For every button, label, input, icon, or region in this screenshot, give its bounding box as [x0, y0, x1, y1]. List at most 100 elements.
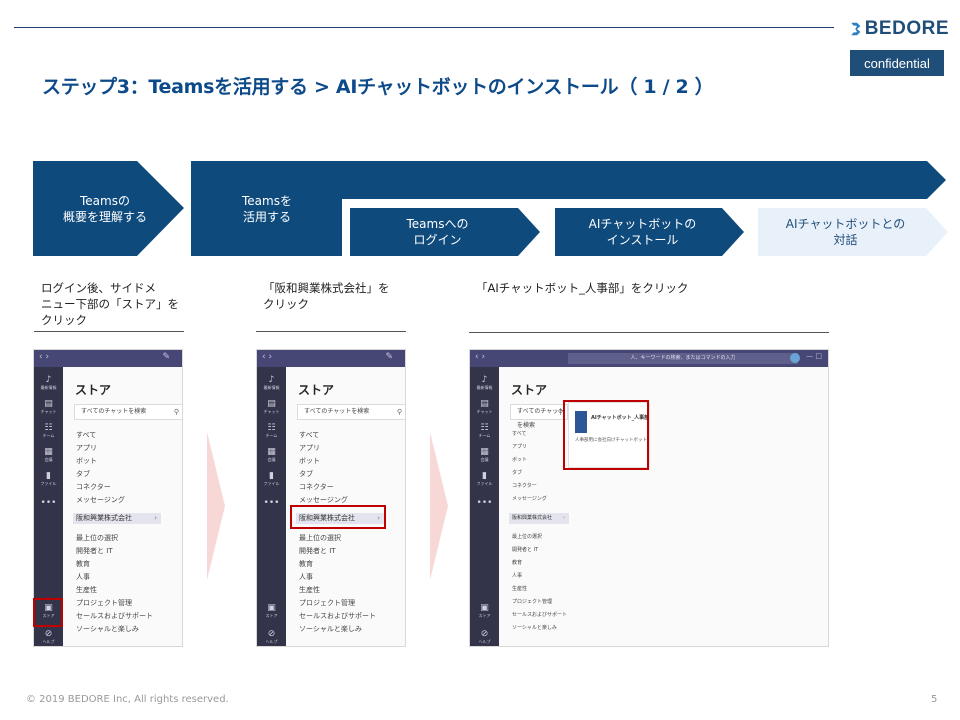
rail-item-store[interactable]: ▣ストア [470, 603, 499, 618]
category-item[interactable]: すべて [76, 431, 97, 439]
nav-arrows-icon[interactable]: ‹ › [475, 352, 486, 362]
category-item[interactable]: セールスおよびサポート [512, 612, 568, 618]
category-item[interactable]: 最上位の選択 [299, 534, 341, 542]
category-item-company[interactable]: 阪和興業株式会社› [73, 513, 161, 524]
category-item[interactable]: ボット [512, 457, 528, 463]
category-item[interactable]: アプリ [512, 444, 528, 450]
category-item[interactable]: 人事 [76, 573, 90, 581]
category-item[interactable]: すべて [512, 431, 527, 437]
rail-item-meetings[interactable]: ▦会議 [34, 447, 63, 462]
rail-item-help[interactable]: ⊘ヘルプ [257, 629, 286, 644]
file-icon: ▮ [482, 471, 487, 481]
nav-arrows-icon[interactable]: ‹ › [39, 352, 50, 362]
rail-item-chat[interactable]: ▤チャット [34, 399, 63, 414]
category-item[interactable]: 人事 [299, 573, 313, 581]
category-item[interactable]: ソーシャルと楽しみ [76, 625, 139, 633]
rail-item-help[interactable]: ⊘ヘルプ [34, 629, 63, 644]
chat-icon: ▤ [480, 399, 489, 409]
category-item[interactable]: アプリ [299, 444, 320, 452]
category-item[interactable]: ボット [76, 457, 97, 465]
category-item[interactable]: プロジェクト管理 [299, 599, 355, 607]
category-item-company[interactable]: 阪和興業株式会社› [509, 513, 569, 524]
category-item[interactable]: 最上位の選択 [76, 534, 118, 542]
category-item[interactable]: 生産性 [299, 586, 320, 594]
teams-screenshot-2: ‹ › ✎ ♪最新情報 ▤チャット ☷チーム ▦会議 ▮ファイル ••• ▣スト… [256, 349, 406, 647]
search-icon: ⚲ [557, 408, 563, 416]
category-item[interactable]: プロジェクト管理 [512, 599, 553, 605]
next-step-chevron [207, 432, 225, 580]
rail-item-teams[interactable]: ☷チーム [470, 423, 499, 438]
rail-item-meetings[interactable]: ▦会議 [257, 447, 286, 462]
file-icon: ▮ [269, 471, 274, 481]
category-item[interactable]: 開発者と IT [299, 547, 336, 555]
category-item[interactable]: 開発者と IT [76, 547, 113, 555]
category-item[interactable]: コネクター [299, 483, 334, 491]
category-item[interactable]: 教育 [299, 560, 313, 568]
compose-icon[interactable]: ✎ [385, 352, 393, 362]
category-item[interactable]: セールスおよびサポート [299, 612, 376, 620]
store-search-input[interactable]: すべてのチャットを検索⚲ [510, 404, 568, 429]
category-item[interactable]: タブ [76, 470, 90, 478]
rail-more-icon[interactable]: ••• [40, 498, 57, 508]
instruction-1-rule [34, 331, 184, 332]
category-item[interactable]: 教育 [76, 560, 90, 568]
top-search-input[interactable]: 人、キーワードの検索、またはコマンドの入力 [568, 353, 798, 364]
store-search-input[interactable]: すべてのチャットを検索⚲ [74, 404, 182, 420]
rail-item-help[interactable]: ⊘ヘルプ [470, 629, 499, 644]
avatar[interactable] [790, 353, 800, 363]
rail-item-activity[interactable]: ♪最新情報 [257, 375, 286, 390]
rail-item-store[interactable]: ▣ストア [34, 603, 63, 618]
category-item[interactable]: プロジェクト管理 [76, 599, 132, 607]
category-item[interactable]: 開発者と IT [512, 547, 539, 553]
rail-more-icon[interactable]: ••• [263, 498, 280, 508]
category-item[interactable]: 教育 [512, 560, 523, 566]
rail-item-activity[interactable]: ♪最新情報 [34, 375, 63, 390]
store-search-input[interactable]: すべてのチャットを検索⚲ [297, 404, 405, 420]
compose-icon[interactable]: ✎ [162, 352, 170, 362]
category-item[interactable]: メッセージング [76, 496, 125, 504]
category-item[interactable]: タブ [512, 470, 523, 476]
rail-item-files[interactable]: ▮ファイル [34, 471, 63, 486]
store-title: ストア [75, 383, 112, 397]
rail-item-chat[interactable]: ▤チャット [470, 399, 499, 414]
rail-item-activity[interactable]: ♪最新情報 [470, 375, 499, 390]
instruction-3: 「AIチャットボット_人事部」をクリック [476, 281, 689, 295]
rail-item-store[interactable]: ▣ストア [257, 603, 286, 618]
search-icon: ⚲ [173, 408, 179, 416]
flow-sub-3-label: AIチャットボットとの 対話 [785, 217, 906, 247]
rail-more-icon[interactable]: ••• [476, 498, 493, 508]
category-item[interactable]: 生産性 [76, 586, 97, 594]
nav-arrows-icon[interactable]: ‹ › [262, 352, 273, 362]
rail-item-meetings[interactable]: ▦会議 [470, 447, 499, 462]
bot-app-card[interactable]: AIチャットボット_人事部 人事部用に会社向けチャットボット [568, 402, 650, 468]
category-item[interactable]: コネクター [512, 483, 537, 489]
category-item[interactable]: ボット [299, 457, 320, 465]
teams-titlebar: ‹ › ✎ [257, 350, 405, 367]
category-item[interactable]: タブ [299, 470, 313, 478]
category-item[interactable]: ソーシャルと楽しみ [512, 625, 557, 631]
category-item-company[interactable]: 阪和興業株式会社› [296, 513, 384, 524]
category-item[interactable]: メッセージング [512, 496, 547, 502]
category-item[interactable]: すべて [299, 431, 320, 439]
instruction-1: ログイン後、サイドメ ニュー下部の「ストア」を クリック [41, 281, 179, 327]
highlight-store [33, 598, 63, 627]
flow-step-2-label: Teamsを 活用する [242, 194, 292, 224]
rail-item-teams[interactable]: ☷チーム [257, 423, 286, 438]
rail-item-files[interactable]: ▮ファイル [257, 471, 286, 486]
category-item[interactable]: アプリ [76, 444, 97, 452]
window-controls-icon[interactable]: — □ [806, 352, 822, 360]
category-item[interactable]: 生産性 [512, 586, 528, 592]
next-step-chevron [430, 432, 448, 580]
rail-item-teams[interactable]: ☷チーム [34, 423, 63, 438]
category-item[interactable]: セールスおよびサポート [76, 612, 153, 620]
chevron-right-icon: › [154, 514, 157, 522]
highlight-bot-card [563, 400, 649, 470]
category-item[interactable]: 最上位の選択 [512, 534, 543, 540]
category-item[interactable]: ソーシャルと楽しみ [299, 625, 362, 633]
category-item[interactable]: メッセージング [299, 496, 348, 504]
category-item[interactable]: 人事 [512, 573, 523, 579]
team-icon: ☷ [480, 423, 489, 433]
rail-item-chat[interactable]: ▤チャット [257, 399, 286, 414]
category-item[interactable]: コネクター [76, 483, 111, 491]
rail-item-files[interactable]: ▮ファイル [470, 471, 499, 486]
